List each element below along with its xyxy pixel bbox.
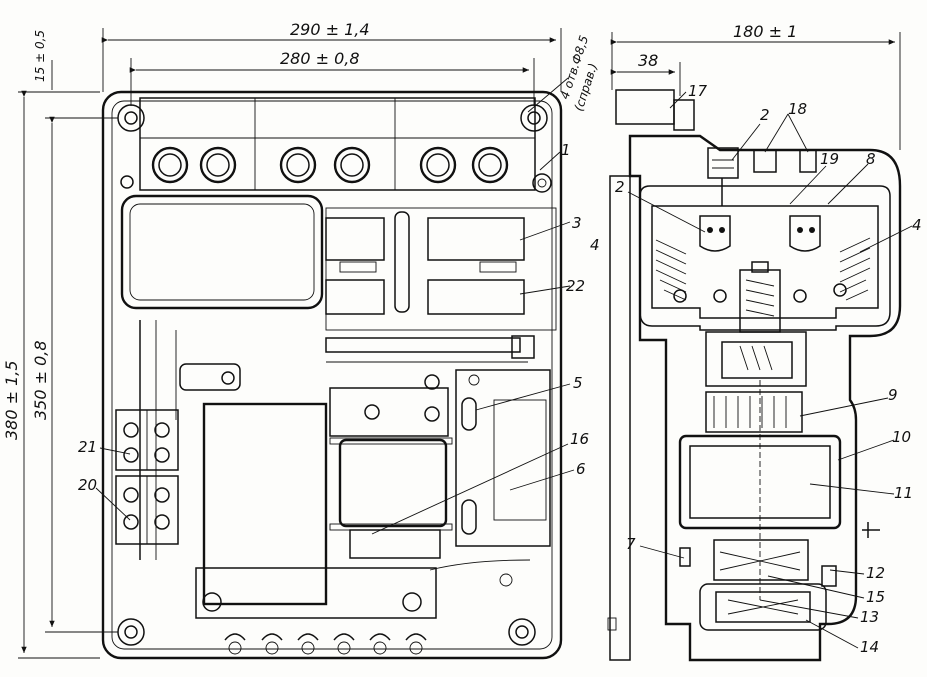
dim-depth-partial: 38: [638, 51, 658, 70]
housing-shell: [628, 134, 902, 662]
dim-width-total: 290 ± 1,4: [290, 20, 370, 39]
callout-5: 5: [573, 374, 583, 392]
callout-17: 17: [688, 82, 708, 100]
dim-offset-top: 15 ± 0,5: [33, 30, 47, 82]
callout-2-top: 2: [760, 106, 770, 124]
callout-20: 20: [78, 476, 97, 494]
mounting-block-17: [615, 89, 675, 125]
side-dimensions: [610, 32, 901, 150]
terminal-bolts: [151, 146, 509, 184]
callout-12: 12: [866, 564, 885, 582]
callout-15: 15: [866, 588, 885, 606]
magnet-base-14: [699, 583, 827, 631]
callout-4-side: 4: [912, 216, 922, 234]
insulating-panel: [202, 402, 328, 606]
armature-9: [705, 391, 803, 433]
callout-19: 19: [820, 150, 839, 168]
auxiliary-contacts: [455, 369, 551, 547]
mounting-hole-bottom-right: [508, 618, 536, 646]
callout-14: 14: [860, 638, 879, 656]
base-plate-inner: [111, 100, 553, 650]
callout-1: 1: [561, 141, 571, 159]
callout-4-front: 4: [590, 236, 600, 254]
front-dimensions: [18, 28, 569, 659]
side-view: [607, 89, 902, 662]
leader-lines: [95, 91, 913, 649]
dim-height-holes: 350 ± 0,8: [31, 340, 50, 420]
base-plate: [101, 90, 563, 660]
dim-depth-total: 180 ± 1: [733, 22, 797, 41]
bottom-terminals: [224, 633, 427, 655]
dim-width-holes: 280 ± 0,8: [280, 49, 360, 68]
dim-height-total: 380 ± 1,5: [2, 360, 21, 440]
arc-chute-window: [120, 194, 324, 310]
terminal-strip-top: [139, 97, 536, 191]
callout-3: 3: [572, 214, 582, 232]
mounting-hole-top-right: [520, 104, 548, 132]
callout-22: 22: [566, 277, 585, 295]
side-base-plate: [609, 175, 631, 661]
callout-16: 16: [570, 430, 589, 448]
callout-7: 7: [626, 535, 636, 553]
callout-8: 8: [866, 150, 876, 168]
mounting-hole-bottom-left: [117, 618, 145, 646]
callout-11: 11: [894, 484, 913, 502]
contacts-left: [655, 215, 731, 303]
callout-10: 10: [892, 428, 911, 446]
callout-9: 9: [888, 386, 898, 404]
callout-2-side: 2: [615, 178, 625, 196]
callout-18: 18: [788, 100, 807, 118]
relay-coil: [338, 438, 448, 528]
callout-6: 6: [576, 460, 586, 478]
callout-13: 13: [860, 608, 879, 626]
contact-block-right: [427, 217, 525, 261]
front-view: [101, 90, 563, 660]
relay-frame: [329, 387, 449, 437]
contacts-right: [789, 215, 871, 303]
contact-block-left: [325, 217, 385, 261]
callout-21: 21: [78, 438, 97, 456]
